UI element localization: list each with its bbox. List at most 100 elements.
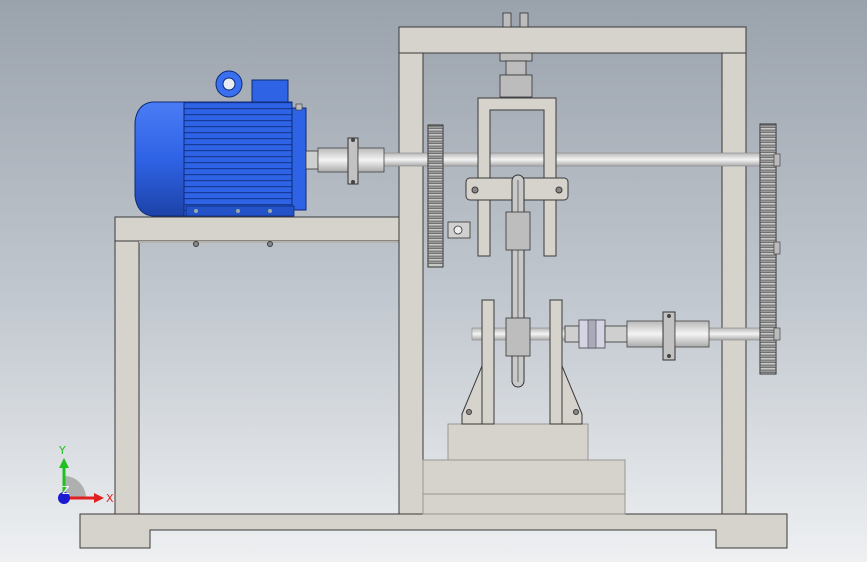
gear-tooth [759,279,777,283]
gear-tooth [427,215,444,219]
gear-tooth [427,140,444,144]
gear-tooth [427,225,444,229]
gear-tooth [427,255,444,259]
gear-tooth [427,185,444,189]
gear-tooth [759,204,777,208]
gear-tooth [759,129,777,133]
gear-tooth [759,329,777,333]
gear-tooth [427,190,444,194]
gear-tooth [759,369,777,373]
gear-tooth [427,195,444,199]
top-bolts [499,12,533,98]
motor-support-frame [114,216,401,515]
gear-tooth [427,125,444,129]
gear-tooth [759,149,777,153]
motor-coupling [305,137,385,185]
gear-tooth [427,150,444,154]
gear-tooth [759,244,777,248]
gear-tooth [427,135,444,139]
gear-tooth [427,160,444,164]
gear-tooth [427,130,444,134]
gear-tooth [759,174,777,178]
gear-tooth [759,359,777,363]
gear-tooth [427,180,444,184]
gear-tooth [427,240,444,244]
gear-tooth [427,175,444,179]
gear-tooth [759,364,777,368]
gear-tooth [759,309,777,313]
gear-tooth [759,169,777,173]
inner-gear [427,124,444,268]
gear-tooth [759,164,777,168]
gear-tooth [759,219,777,223]
gear-tooth [759,324,777,328]
gear-tooth [759,254,777,258]
lower-bearing-supports [461,299,583,425]
gear-tooth [427,250,444,254]
gear-tooth [759,199,777,203]
gear-tooth [759,224,777,228]
z-axis-label: Z [62,484,70,497]
gear-tooth [759,184,777,188]
gear-tooth [759,124,777,128]
gear-tooth [759,299,777,303]
lower-coupling [564,311,710,361]
outer-gear [759,123,781,375]
gear-tooth [427,145,444,149]
gear-tooth [759,334,777,338]
x-axis-arrowhead [94,493,104,503]
gear-tooth [427,235,444,239]
gear-tooth [759,144,777,148]
gear-tooth [427,155,444,159]
gear-tooth [759,344,777,348]
yoke-clamp [447,221,471,239]
gear-tooth [759,239,777,243]
electric-motor [134,70,307,217]
gear-tooth [759,179,777,183]
gear-tooth [759,214,777,218]
z-axis-dot [58,492,70,504]
gear-tooth [759,294,777,298]
gear-tooth [759,269,777,273]
gear-tooth [759,264,777,268]
gear-tooth [427,205,444,209]
gear-tooth [759,154,777,158]
gear-tooth [759,229,777,233]
gear-tooth [759,249,777,253]
base-block [422,423,626,515]
gear-tooth [759,314,777,318]
gear-tooth [759,259,777,263]
central-disc [505,174,531,388]
gear-tooth [759,289,777,293]
gear-tooth [427,245,444,249]
gear-tooth [759,189,777,193]
gear-tooth [759,349,777,353]
y-axis-label: Y [58,444,66,457]
gear-tooth [427,165,444,169]
gear-tooth [759,139,777,143]
main-frame [398,26,747,515]
gear-tooth [759,339,777,343]
gear-tooth [427,200,444,204]
gear-tooth [427,230,444,234]
gear-tooth [759,194,777,198]
gear-tooth [759,284,777,288]
y-axis-arrowhead [59,458,69,468]
gear-tooth [427,260,444,264]
gear-tooth [759,354,777,358]
gear-tooth [759,304,777,308]
gear-tooth [759,134,777,138]
gear-tooth [759,159,777,163]
gear-tooth [759,209,777,213]
x-axis-label: X [106,492,114,505]
gear-tooth [759,274,777,278]
base-plate [79,513,788,549]
view-orientation-triad-icon[interactable]: Y X Z [44,436,124,516]
gear-tooth [759,234,777,238]
gear-tooth [427,220,444,224]
gear-tooth [427,170,444,174]
gear-tooth [427,210,444,214]
gear-tooth [759,319,777,323]
